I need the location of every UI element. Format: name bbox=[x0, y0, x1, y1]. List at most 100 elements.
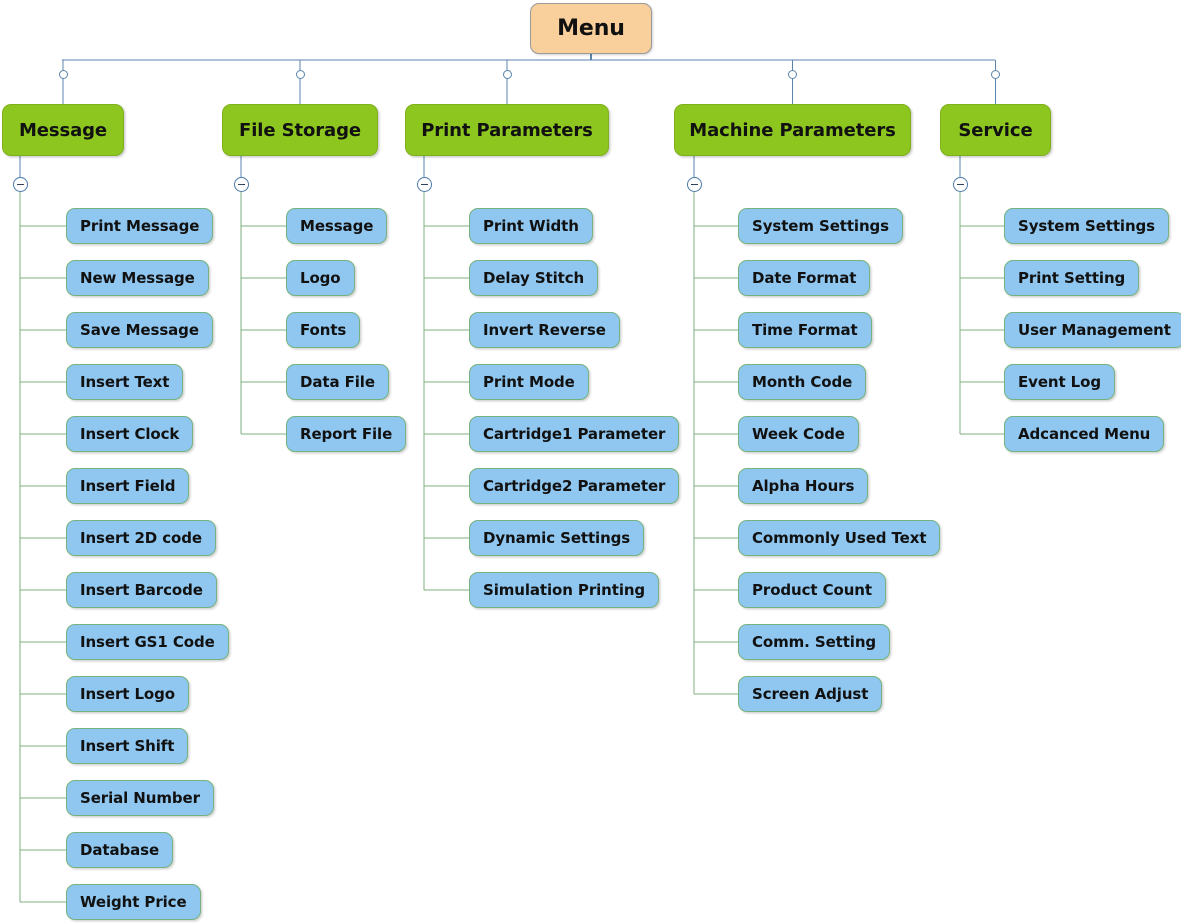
leaf-node[interactable]: Report File bbox=[286, 416, 407, 452]
leaf-node-label: System Settings bbox=[1018, 217, 1156, 235]
junction-dot-icon bbox=[502, 69, 512, 79]
root-node-menu[interactable]: Menu bbox=[530, 3, 652, 54]
category-node-service[interactable]: Service bbox=[940, 104, 1051, 156]
leaf-node-label: Weight Price bbox=[80, 893, 187, 911]
leaf-node[interactable]: Insert Shift bbox=[66, 728, 189, 764]
collapse-toggle-service-icon[interactable] bbox=[952, 177, 968, 192]
leaf-node-label: Insert Clock bbox=[80, 425, 180, 443]
leaf-node[interactable]: System Settings bbox=[1004, 208, 1170, 244]
leaf-node-label: Alpha Hours bbox=[752, 477, 855, 495]
leaf-node[interactable]: Insert Barcode bbox=[66, 572, 217, 608]
leaf-node[interactable]: Event Log bbox=[1004, 364, 1115, 400]
leaf-node[interactable]: Insert Logo bbox=[66, 676, 189, 712]
leaf-node[interactable]: Save Message bbox=[66, 312, 213, 348]
collapse-toggle-message-icon[interactable] bbox=[12, 177, 28, 192]
leaf-node-label: Insert Text bbox=[80, 373, 170, 391]
leaf-node-label: Insert 2D code bbox=[80, 529, 202, 547]
leaf-node[interactable]: Date Format bbox=[738, 260, 871, 296]
leaf-node-label: Cartridge2 Parameter bbox=[483, 477, 666, 495]
collapse-toggle-file-storage-icon[interactable] bbox=[233, 177, 249, 192]
leaf-node-label: Logo bbox=[300, 269, 341, 287]
junction-dot-icon bbox=[788, 69, 797, 79]
collapse-toggle-machine-parameters-icon[interactable] bbox=[686, 177, 702, 192]
category-node-print-parameters[interactable]: Print Parameters bbox=[405, 104, 609, 156]
leaf-node[interactable]: New Message bbox=[66, 260, 209, 296]
leaf-node-label: Data File bbox=[300, 373, 375, 391]
leaf-node-label: Comm. Setting bbox=[752, 633, 877, 651]
leaf-node[interactable]: Insert GS1 Code bbox=[66, 624, 229, 660]
leaf-node-label: Save Message bbox=[80, 321, 199, 339]
leaf-node-label: Invert Reverse bbox=[483, 321, 606, 339]
leaf-node[interactable]: Cartridge2 Parameter bbox=[469, 468, 680, 504]
leaf-node-label: Message bbox=[300, 217, 374, 235]
leaf-node[interactable]: Insert Field bbox=[66, 468, 190, 504]
minus-glyph bbox=[420, 183, 428, 186]
leaf-node-label: Insert Shift bbox=[80, 737, 175, 755]
leaf-node-label: Print Setting bbox=[1018, 269, 1126, 287]
leaf-node[interactable]: Data File bbox=[286, 364, 389, 400]
leaf-node[interactable]: Invert Reverse bbox=[469, 312, 620, 348]
junction-dot-icon bbox=[295, 69, 305, 79]
leaf-node-label: Event Log bbox=[1018, 373, 1101, 391]
leaf-node[interactable]: Insert Text bbox=[66, 364, 184, 400]
leaf-node[interactable]: Time Format bbox=[738, 312, 872, 348]
minus-glyph bbox=[690, 183, 698, 186]
leaf-node[interactable]: Alpha Hours bbox=[738, 468, 869, 504]
leaf-node[interactable]: Simulation Printing bbox=[469, 572, 660, 608]
category-node-label: Message bbox=[18, 119, 108, 141]
leaf-node[interactable]: Print Setting bbox=[1004, 260, 1140, 296]
leaf-node[interactable]: User Management bbox=[1004, 312, 1181, 348]
leaf-node[interactable]: Serial Number bbox=[66, 780, 214, 816]
leaf-node[interactable]: Weight Price bbox=[66, 884, 201, 920]
leaf-node[interactable]: Month Code bbox=[738, 364, 867, 400]
leaf-node-label: Screen Adjust bbox=[752, 685, 869, 703]
leaf-node-label: Database bbox=[80, 841, 160, 859]
category-node-label: Machine Parameters bbox=[689, 119, 896, 141]
leaf-node-label: Month Code bbox=[752, 373, 853, 391]
leaf-node-label: Fonts bbox=[300, 321, 347, 339]
minus-glyph bbox=[237, 183, 245, 186]
leaf-node[interactable]: Product Count bbox=[738, 572, 886, 608]
minus-glyph bbox=[956, 183, 964, 186]
leaf-node-label: Week Code bbox=[752, 425, 845, 443]
leaf-node-label: Adcanced Menu bbox=[1018, 425, 1151, 443]
leaf-node-label: Insert Barcode bbox=[80, 581, 203, 599]
leaf-node[interactable]: Logo bbox=[286, 260, 355, 296]
leaf-node[interactable]: Insert Clock bbox=[66, 416, 194, 452]
leaf-node[interactable]: Dynamic Settings bbox=[469, 520, 645, 556]
leaf-node-label: Print Width bbox=[483, 217, 579, 235]
collapse-toggle-print-parameters-icon[interactable] bbox=[416, 177, 432, 192]
leaf-node-label: Dynamic Settings bbox=[483, 529, 631, 547]
leaf-node[interactable]: Week Code bbox=[738, 416, 859, 452]
leaf-node[interactable]: Insert 2D code bbox=[66, 520, 216, 556]
leaf-node[interactable]: Commonly Used Text bbox=[738, 520, 941, 556]
category-node-file-storage[interactable]: File Storage bbox=[222, 104, 378, 156]
leaf-node-label: User Management bbox=[1018, 321, 1171, 339]
leaf-node[interactable]: Print Mode bbox=[469, 364, 589, 400]
leaf-node[interactable]: Print Width bbox=[469, 208, 593, 244]
leaf-node[interactable]: System Settings bbox=[738, 208, 904, 244]
category-node-machine-parameters[interactable]: Machine Parameters bbox=[674, 104, 911, 156]
minus-glyph bbox=[16, 183, 24, 186]
leaf-node-label: Serial Number bbox=[80, 789, 200, 807]
leaf-node[interactable]: Comm. Setting bbox=[738, 624, 891, 660]
junction-dot-icon bbox=[991, 69, 1000, 79]
junction-dot-icon bbox=[58, 69, 68, 79]
leaf-node-label: System Settings bbox=[752, 217, 890, 235]
category-node-label: File Storage bbox=[239, 119, 361, 141]
leaf-node[interactable]: Database bbox=[66, 832, 174, 868]
leaf-node-label: New Message bbox=[80, 269, 195, 287]
category-node-message[interactable]: Message bbox=[2, 104, 124, 156]
leaf-node-label: Print Mode bbox=[483, 373, 575, 391]
leaf-node[interactable]: Screen Adjust bbox=[738, 676, 883, 712]
leaf-node[interactable]: Adcanced Menu bbox=[1004, 416, 1165, 452]
leaf-node[interactable]: Cartridge1 Parameter bbox=[469, 416, 680, 452]
leaf-node-label: Insert Logo bbox=[80, 685, 175, 703]
leaf-node[interactable]: Print Message bbox=[66, 208, 214, 244]
leaf-node[interactable]: Fonts bbox=[286, 312, 361, 348]
leaf-node-label: Product Count bbox=[752, 581, 872, 599]
leaf-node-label: Insert GS1 Code bbox=[80, 633, 215, 651]
leaf-node[interactable]: Message bbox=[286, 208, 388, 244]
leaf-node[interactable]: Delay Stitch bbox=[469, 260, 599, 296]
